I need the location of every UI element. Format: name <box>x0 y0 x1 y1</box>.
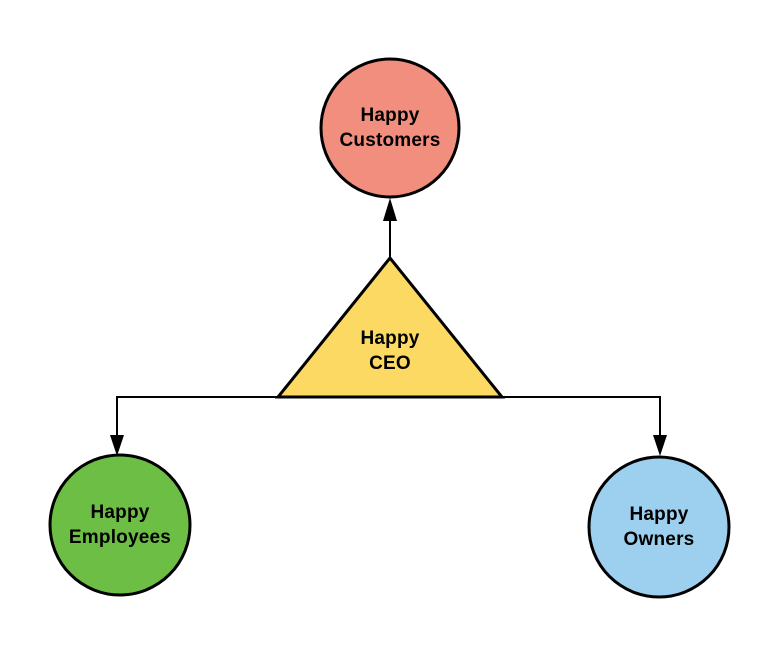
node-happy-customers-circle <box>319 57 461 199</box>
node-happy-owners-circle <box>587 455 731 599</box>
arrowhead-up-icon <box>383 198 397 221</box>
arrowhead-down-right-icon <box>653 435 667 456</box>
edge-ceo-to-employees-owners <box>116 396 661 438</box>
node-happy-employees-circle <box>48 453 192 597</box>
arrowhead-down-left-icon <box>110 435 124 456</box>
node-happy-ceo-triangle <box>274 255 506 399</box>
